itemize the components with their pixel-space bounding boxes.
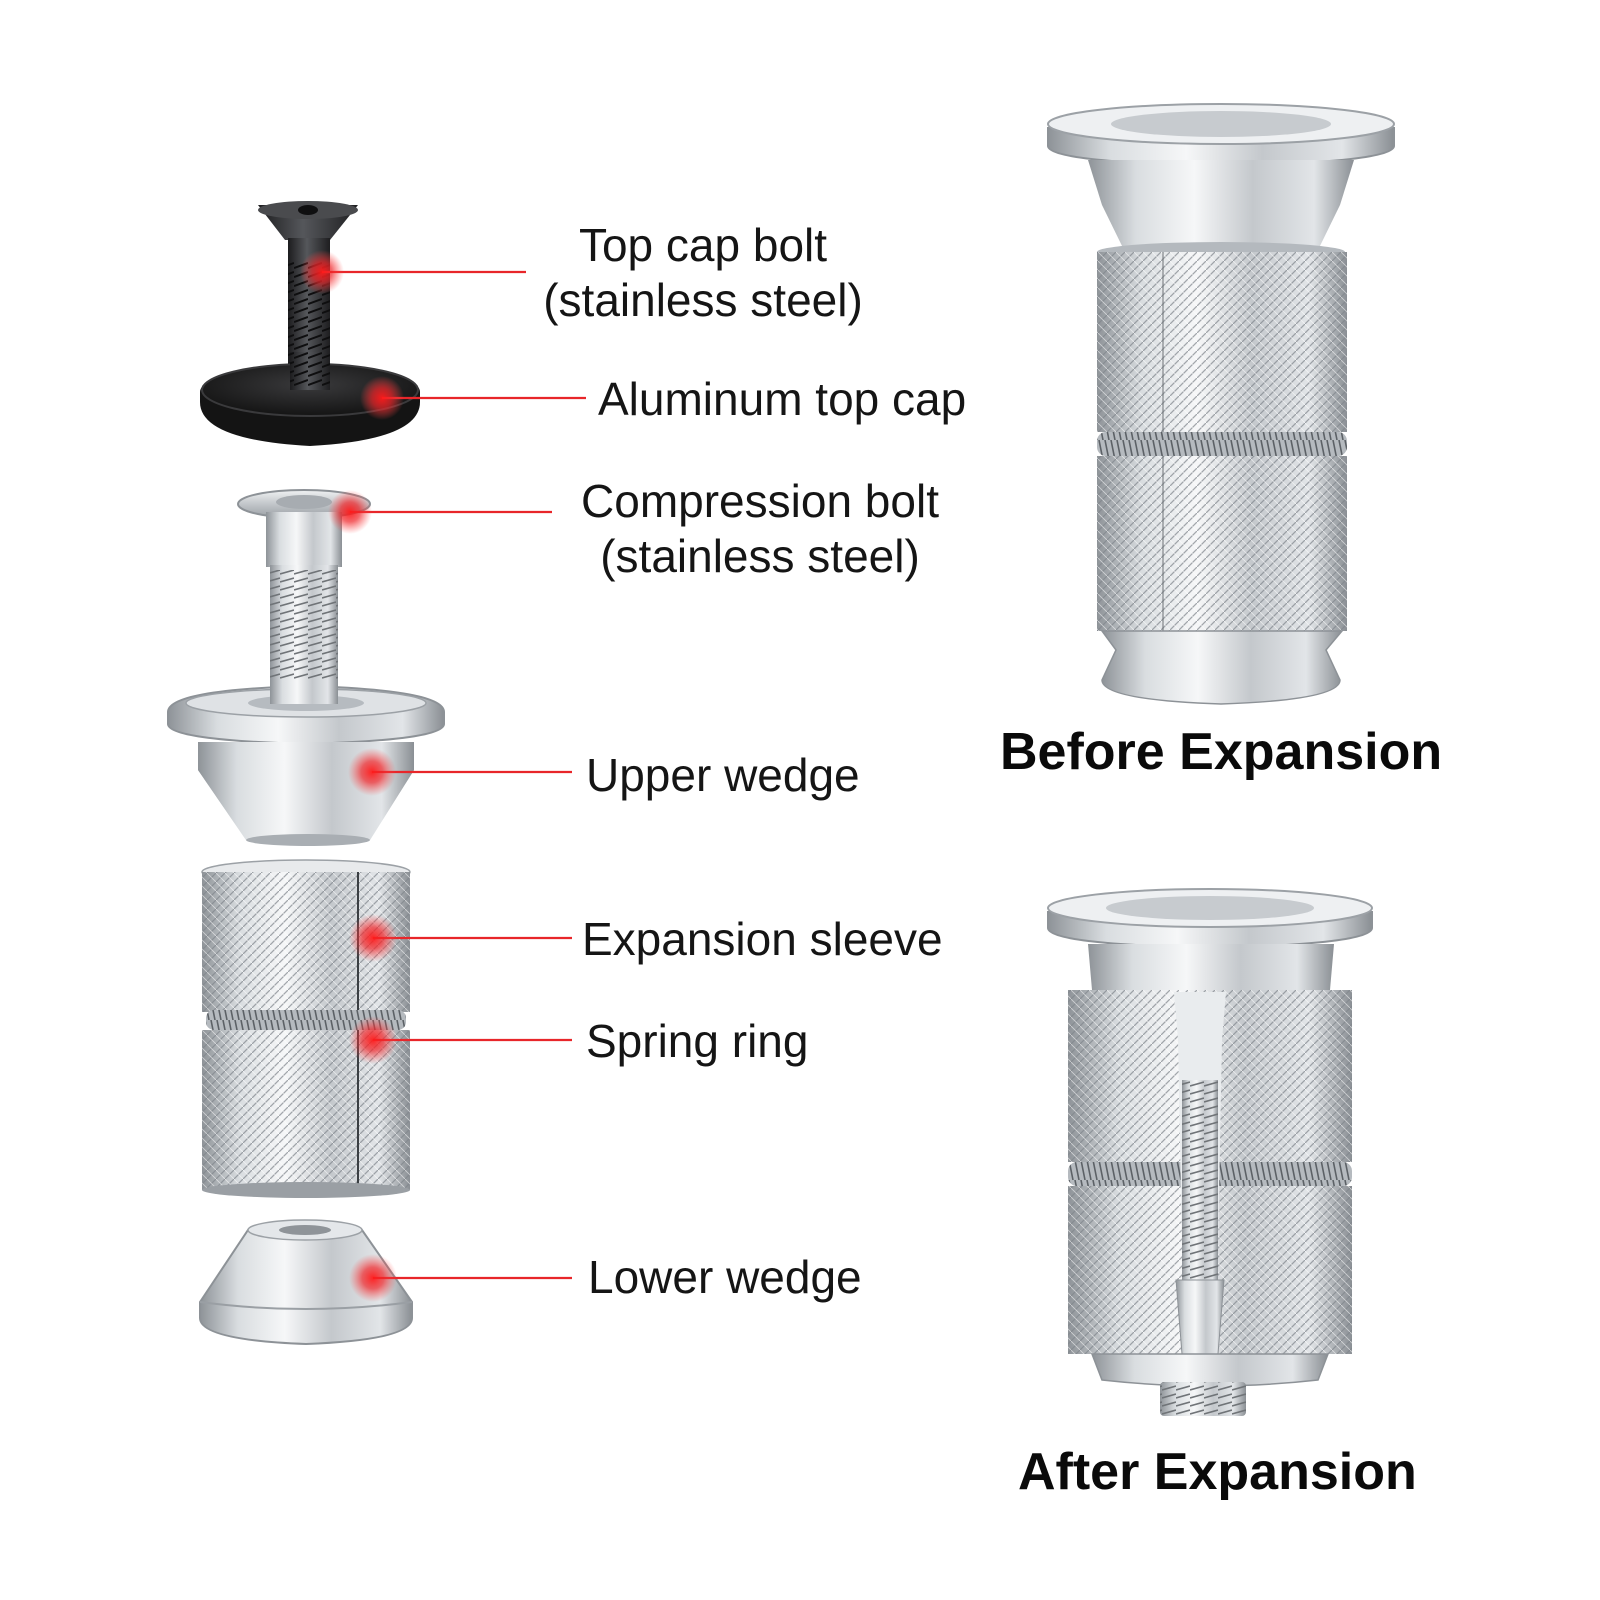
label-aluminum-top-cap-line1: Aluminum top cap <box>598 373 967 425</box>
label-compression-bolt: Compression bolt (stainless steel) <box>560 474 960 584</box>
label-compression-bolt-line1: Compression bolt <box>581 475 939 527</box>
callout-dot-lower-wedge <box>349 1254 397 1302</box>
label-lower-wedge-line1: Lower wedge <box>588 1251 862 1303</box>
callout-dots <box>300 250 404 1302</box>
callout-lines <box>322 270 586 1280</box>
label-upper-wedge-line1: Upper wedge <box>586 749 860 801</box>
after-expansion-image <box>1047 888 1373 1416</box>
label-top-cap-bolt-line2: (stainless steel) <box>543 274 863 326</box>
label-expansion-sleeve: Expansion sleeve <box>582 912 943 967</box>
label-expansion-sleeve-line1: Expansion sleeve <box>582 913 943 965</box>
upper-wedge-part <box>167 680 445 846</box>
caption-after-expansion: After Expansion <box>1018 1443 1417 1501</box>
callout-dot-top-cap-bolt <box>300 250 344 294</box>
label-upper-wedge: Upper wedge <box>586 748 860 803</box>
label-spring-ring: Spring ring <box>586 1014 808 1069</box>
callout-dot-expansion-sleeve <box>349 914 397 962</box>
label-aluminum-top-cap: Aluminum top cap <box>598 372 966 427</box>
before-expansion-image <box>1047 103 1395 705</box>
label-top-cap-bolt: Top cap bolt (stainless steel) <box>528 218 878 328</box>
callout-dot-spring-ring <box>349 1016 397 1064</box>
caption-before-expansion: Before Expansion <box>1000 723 1443 781</box>
callout-dot-aluminum-top-cap <box>360 376 404 420</box>
label-top-cap-bolt-line1: Top cap bolt <box>578 219 828 271</box>
label-spring-ring-line1: Spring ring <box>586 1015 809 1067</box>
callout-dot-compression-bolt <box>328 490 372 534</box>
callout-dot-upper-wedge <box>348 748 396 796</box>
lower-wedge-part <box>199 1219 413 1346</box>
label-lower-wedge: Lower wedge <box>588 1250 862 1305</box>
label-compression-bolt-line2: (stainless steel) <box>600 530 920 582</box>
